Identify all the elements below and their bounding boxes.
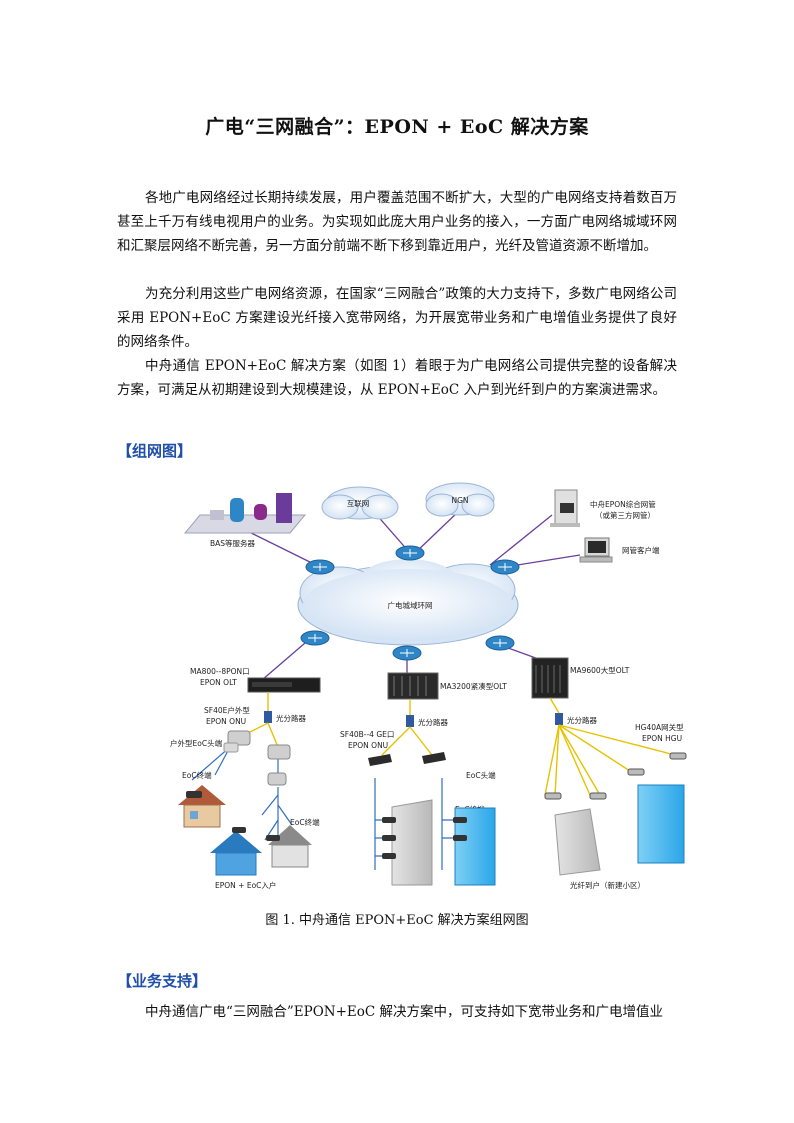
- internet-cloud: 互联网: [321, 486, 399, 520]
- onu1-label: SF40E户外型: [204, 705, 250, 715]
- house-gray: [266, 825, 312, 868]
- eoc-head-label: EoC头端: [466, 770, 496, 780]
- figure-caption: 图 1. 中舟通信 EPON+EoC 解决方案组网图: [265, 913, 529, 928]
- router-icon: [490, 559, 520, 575]
- ngn-label: NGN: [451, 496, 468, 505]
- nms-client: 网管客户端: [579, 537, 660, 563]
- olt1-label: MA800--8PON口: [190, 667, 250, 676]
- router-icon: [392, 645, 422, 661]
- middle-onus: SF40B--4 GE口 EPON ONU EoC头端 EoC终端: [340, 730, 496, 814]
- ftth-label: 光纤到户（新建小区）: [570, 880, 645, 890]
- page-title: 广电“三网融合”：EPON + EoC 解决方案: [205, 116, 589, 138]
- outdoor-onu: SF40E户外型 EPON ONU 户外型EoC头端 EoC终端 EoC终端: [170, 705, 320, 827]
- ngn-cloud: NGN: [425, 482, 495, 517]
- bas-label: BAS等服务器: [210, 538, 256, 548]
- olt1-sub-label: EPON OLT: [200, 678, 237, 687]
- eoc-terminal-label-1: EoC终端: [182, 770, 212, 780]
- epon-eoc-label: EPON + EoC入户: [215, 880, 276, 890]
- house-red: [178, 785, 226, 828]
- router-icon: [305, 559, 335, 575]
- olt-ma9600: MA9600大型OLT: [531, 657, 630, 699]
- router-icon: [300, 630, 330, 646]
- router-icon: [485, 635, 515, 651]
- onu2-label: SF40B--4 GE口: [340, 730, 394, 739]
- section-heading-network: 【组网图】: [117, 442, 193, 460]
- ftth-buildings: 光纤到户（新建小区）: [554, 784, 685, 890]
- nms-sub-label: （或第三方网管）: [595, 510, 655, 520]
- fiber-lines: [239, 692, 676, 796]
- hgu-devices: HG40A网关型 EPON HGU: [544, 722, 687, 800]
- nms-label: 中舟EPON综合网管: [590, 499, 656, 509]
- splitters: 光分路器 光分路器 光分路器: [264, 711, 597, 727]
- eoc-terminal-label-2: EoC终端: [290, 817, 320, 827]
- olt2-label: MA3200紧凑型OLT: [440, 681, 507, 691]
- nms-server: 中舟EPON综合网管 （或第三方网管）: [550, 489, 656, 527]
- routers: [300, 545, 520, 661]
- onu1-sub-label: EPON ONU: [206, 717, 246, 726]
- onu2-sub-label: EPON ONU: [348, 741, 388, 750]
- olt3-label: MA9600大型OLT: [570, 665, 630, 675]
- hgu-sub-label: EPON HGU: [642, 734, 682, 743]
- olt-ma3200: MA3200紧凑型OLT: [387, 672, 507, 700]
- house-blue: [210, 827, 262, 876]
- internet-label: 互联网: [347, 499, 370, 508]
- bas-servers: BAS等服务器: [183, 493, 307, 548]
- eoc-head-outdoor-label: 户外型EoC头端: [170, 738, 223, 748]
- olt-ma800: MA800--8PON口 EPON OLT: [190, 667, 321, 693]
- splitter-label-1: 光分路器: [276, 713, 306, 723]
- section-heading-services: 【业务支持】: [117, 972, 208, 990]
- router-icon: [395, 545, 425, 561]
- network-diagram: 互联网 NGN BAS等服务器 中舟EPON综合网管 （或第三方网管） 网管客户…: [170, 482, 687, 890]
- paragraph-1: 各地广电网络经过长期持续发展，用户覆盖范围不断扩大，大型的广电网络支持着数百万甚…: [117, 190, 677, 254]
- metro-label: 广电城域环网: [388, 600, 433, 610]
- paragraph-3: 中舟通信 EPON+EoC 解决方案（如图 1）着眼于为广电网络公司提供完整的设…: [117, 358, 677, 398]
- hgu-label: HG40A网关型: [635, 722, 684, 732]
- services-intro: 中舟通信广电“三网融合”EPON+EoC 解决方案中，可支持如下宽带业务和广电增…: [145, 1004, 664, 1020]
- nms-client-label: 网管客户端: [622, 545, 660, 555]
- metro-cloud: 广电城域环网: [297, 559, 519, 646]
- splitter-label-3: 光分路器: [567, 715, 597, 725]
- middle-buildings: [382, 799, 496, 886]
- splitter-label-2: 光分路器: [418, 717, 448, 727]
- paragraph-2: 为充分利用这些广电网络资源，在国家“三网融合”政策的大力支持下，多数广电网络公司…: [117, 286, 677, 350]
